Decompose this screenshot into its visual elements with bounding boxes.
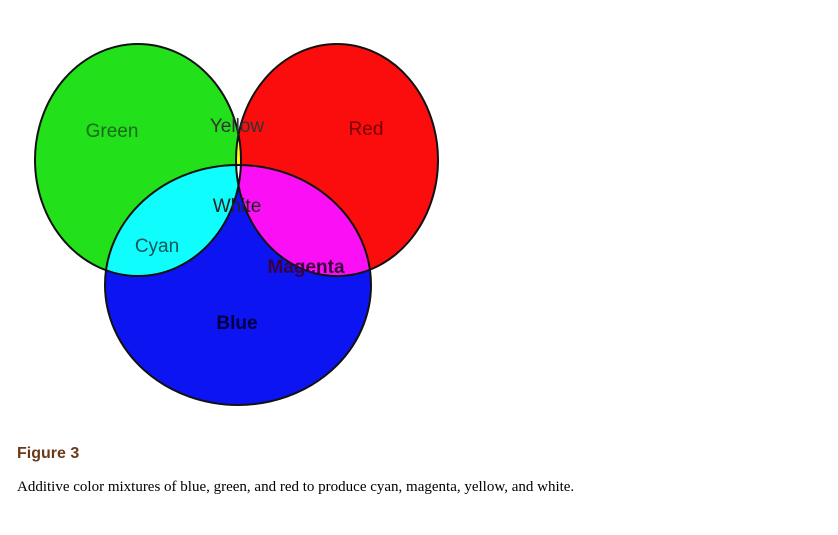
label-cyan: Cyan — [135, 236, 179, 257]
label-blue: Blue — [216, 313, 257, 334]
label-green: Green — [86, 121, 139, 142]
figure-caption: Additive color mixtures of blue, green, … — [17, 479, 575, 495]
additive-color-venn-diagram: Green Yellow Red White Cyan Magenta Blue — [34, 43, 439, 406]
magenta-region — [236, 165, 371, 276]
green-outline — [34, 43, 242, 277]
red-outline — [235, 43, 439, 277]
label-red: Red — [349, 119, 384, 140]
label-white: White — [213, 196, 262, 217]
figure-title: Figure 3 — [17, 445, 80, 462]
label-yellow: Yellow — [210, 116, 265, 137]
cyan-region — [105, 165, 241, 276]
label-magenta: Magenta — [267, 257, 345, 278]
blue-outline — [104, 164, 372, 406]
